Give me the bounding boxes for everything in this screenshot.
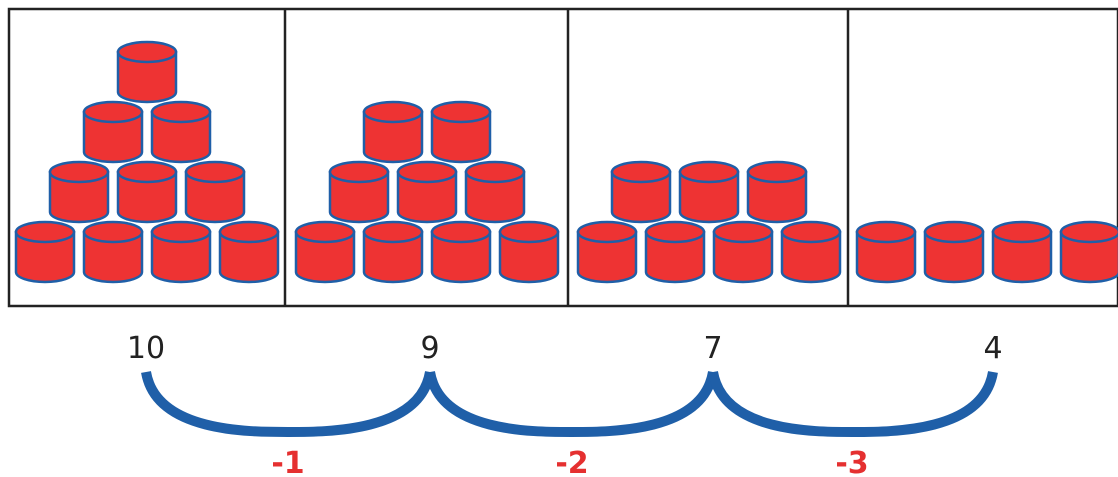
can bbox=[328, 160, 390, 224]
can bbox=[82, 100, 144, 164]
can bbox=[430, 100, 492, 164]
change-label-minus-2: -2 bbox=[555, 446, 588, 477]
can bbox=[362, 100, 424, 164]
jump-arc-3 bbox=[708, 370, 998, 438]
can bbox=[991, 220, 1053, 284]
can-stack-4 bbox=[855, 220, 1118, 284]
jump-arc-2 bbox=[425, 370, 718, 438]
can bbox=[678, 160, 740, 224]
can bbox=[150, 100, 212, 164]
count-label-7: 7 bbox=[703, 331, 722, 366]
panel-frame bbox=[7, 7, 1118, 308]
can bbox=[576, 220, 638, 284]
change-label-minus-1: -1 bbox=[271, 446, 304, 477]
can bbox=[362, 220, 424, 284]
change-label-minus-3: -3 bbox=[835, 446, 868, 477]
can bbox=[294, 220, 356, 284]
can bbox=[150, 220, 212, 284]
can bbox=[464, 160, 526, 224]
can bbox=[923, 220, 985, 284]
can bbox=[184, 160, 246, 224]
can-stack-7 bbox=[576, 160, 842, 284]
can bbox=[1059, 220, 1118, 284]
count-label-9: 9 bbox=[420, 331, 439, 366]
jump-arcs bbox=[141, 370, 998, 438]
cans-layer bbox=[14, 40, 1118, 284]
can bbox=[498, 220, 560, 284]
can-stack-10 bbox=[14, 40, 280, 284]
can bbox=[82, 220, 144, 284]
count-label-10: 10 bbox=[127, 331, 165, 366]
can bbox=[430, 220, 492, 284]
frame-border bbox=[7, 7, 1118, 308]
can bbox=[14, 220, 76, 284]
can bbox=[610, 160, 672, 224]
can bbox=[116, 160, 178, 224]
can bbox=[746, 160, 808, 224]
can bbox=[712, 220, 774, 284]
can bbox=[218, 220, 280, 284]
jump-arc-1 bbox=[141, 370, 435, 438]
can bbox=[116, 40, 178, 104]
can bbox=[396, 160, 458, 224]
can bbox=[855, 220, 917, 284]
can bbox=[780, 220, 842, 284]
count-label-4: 4 bbox=[983, 331, 1002, 366]
can bbox=[48, 160, 110, 224]
can-stack-9 bbox=[294, 100, 560, 284]
can bbox=[644, 220, 706, 284]
